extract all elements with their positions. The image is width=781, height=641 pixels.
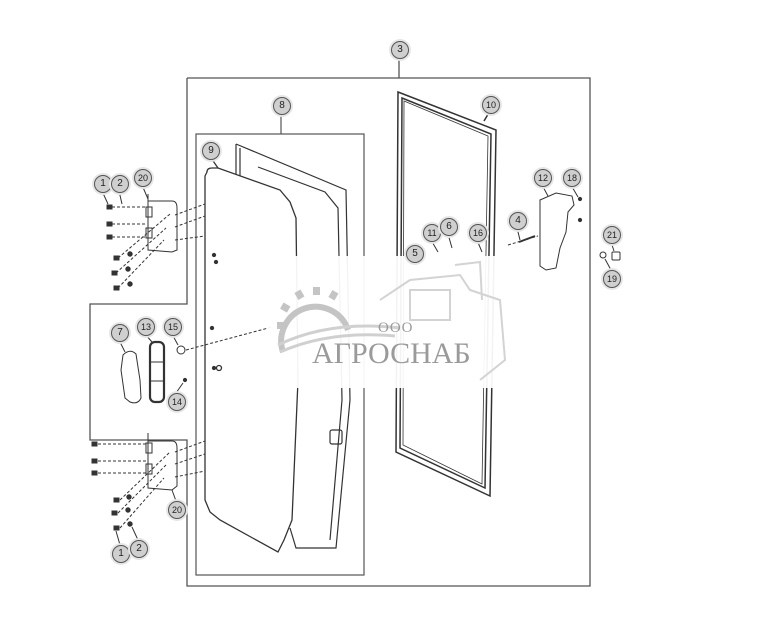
- part-callout-20: 20: [134, 169, 152, 187]
- part-callout-4: 4: [509, 212, 527, 230]
- watermark-name: АГРОСНАБ: [312, 337, 471, 370]
- part-callout-1: 1: [112, 545, 130, 563]
- door-frame: [235, 143, 351, 549]
- part-callout-12: 12: [534, 169, 552, 187]
- assembly-3-frame: [89, 57, 591, 587]
- part-callout-1: 1: [94, 175, 112, 193]
- part-callout-18: 18: [563, 169, 581, 187]
- part-callout-5: 5: [406, 245, 424, 263]
- part-callout-21: 21: [603, 226, 621, 244]
- part-callout-16: 16: [469, 224, 487, 242]
- part-callout-8: 8: [273, 97, 291, 115]
- part-callout-14: 14: [168, 393, 186, 411]
- part-callout-20: 20: [168, 501, 186, 519]
- part-callout-13: 13: [137, 318, 155, 336]
- part-callout-15: 15: [164, 318, 182, 336]
- part-callout-2: 2: [111, 175, 129, 193]
- handle-group: [118, 326, 273, 404]
- part-callout-19: 19: [603, 270, 621, 288]
- part-callout-9: 9: [202, 142, 220, 160]
- part-callout-3: 3: [391, 41, 409, 59]
- latch-group: [430, 184, 621, 271]
- upper-hinge-group: [101, 184, 206, 291]
- lower-hinge-group: [91, 433, 206, 546]
- part-callout-10: 10: [482, 96, 500, 114]
- part-callout-2: 2: [130, 540, 148, 558]
- part-callout-6: 6: [440, 218, 458, 236]
- watermark-prefix: ООО: [378, 320, 414, 336]
- watermark-graphic: [268, 256, 538, 388]
- part-callout-7: 7: [111, 324, 129, 342]
- part-callout-11: 11: [423, 224, 441, 242]
